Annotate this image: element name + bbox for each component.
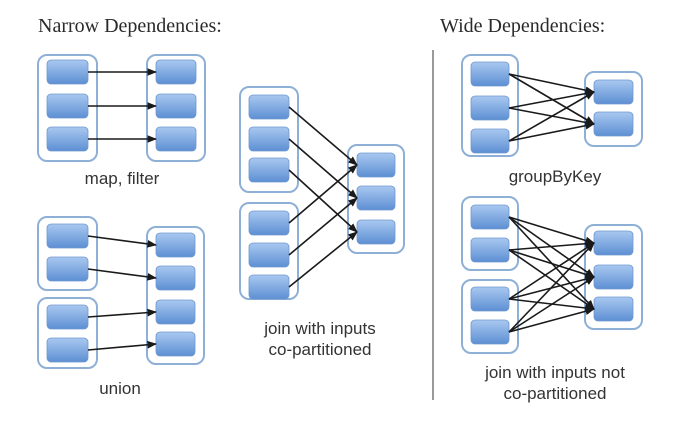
partition-block (248, 242, 290, 268)
partition-block (593, 111, 634, 137)
dependency-arrow (508, 121, 595, 142)
partition-block (470, 319, 510, 345)
caption-line: map, filter (84, 169, 160, 188)
partition-block (470, 95, 510, 121)
partition-block (46, 304, 89, 330)
dependency-arrow (288, 169, 358, 233)
dependency-arrow (288, 106, 358, 166)
partition-block (248, 94, 290, 120)
dependency-arrow (508, 91, 595, 142)
partition-block (593, 264, 634, 290)
partition-block (356, 185, 396, 211)
caption-line: join with inputs not (485, 363, 625, 382)
partition-block (248, 210, 290, 236)
narrow-dependencies-heading: Narrow Dependencies: (38, 15, 222, 37)
partition-block (248, 274, 290, 300)
partition-block (593, 79, 634, 105)
partition-block (46, 337, 89, 363)
edges-join-not-co-partitioned (508, 216, 595, 333)
diagram-union (37, 216, 205, 369)
partition-block (155, 126, 197, 152)
dependency-arrow (87, 308, 157, 318)
dependency-arrow (508, 73, 595, 125)
caption-line: join with inputs (264, 319, 376, 338)
partition-block (470, 61, 510, 87)
caption-union: union (60, 378, 180, 399)
partition-block (46, 256, 89, 282)
partition-block (155, 331, 196, 357)
dependency-arrow (508, 276, 595, 333)
partition-block (248, 157, 290, 183)
partition-block (155, 232, 196, 258)
wide-dependencies-heading: Wide Dependencies: (440, 15, 606, 37)
partition-block (470, 204, 510, 230)
dependency-arrow (508, 239, 595, 251)
partition-block (248, 126, 290, 152)
dependency-arrow (288, 197, 358, 256)
partition-block (46, 223, 89, 249)
dependency-arrow (87, 235, 157, 248)
dependency-arrow (288, 231, 358, 288)
edges-join-co-partitioned (288, 106, 358, 288)
diagram-group-by-key (461, 54, 643, 157)
partition-block (46, 59, 89, 85)
partition-block (155, 265, 196, 291)
dependency-arrow (508, 73, 595, 94)
diagram-map-filter (37, 54, 206, 162)
caption-join-not-co-partitioned: join with inputs not co-partitioned (460, 362, 650, 404)
partition-block (46, 93, 89, 119)
dependency-arrow (508, 216, 595, 245)
partition-block (470, 286, 510, 312)
dependency-arrow (288, 138, 358, 199)
partition-block (593, 296, 634, 322)
diagram-join-not-co-partitioned (461, 196, 643, 354)
partition-block (155, 299, 196, 325)
dependency-arrow (87, 268, 157, 281)
child-rdd-container (146, 226, 205, 365)
caption-join-co-partitioned: join with inputs co-partitioned (240, 318, 400, 360)
edges-union (87, 235, 157, 351)
edges-map-filter (88, 68, 157, 143)
partition-block (356, 152, 396, 178)
partition-block (155, 59, 197, 85)
dependency-arrow (87, 340, 157, 351)
partition-block (46, 126, 89, 152)
partition-block (470, 237, 510, 263)
partition-block (155, 93, 197, 119)
dependency-arrow (508, 242, 595, 333)
dependency-arrow (508, 89, 595, 109)
dependency-arrow (508, 307, 595, 333)
partition-block (593, 230, 634, 256)
caption-line: union (99, 379, 141, 398)
dependency-arrow (508, 249, 595, 279)
diagram-join-co-partitioned (239, 86, 405, 300)
dependency-arrow (508, 242, 595, 300)
dependency-arrow (508, 249, 595, 310)
partition-block (356, 219, 396, 245)
caption-map-filter: map, filter (62, 168, 182, 189)
caption-line: co-partitioned (503, 384, 607, 403)
caption-line: groupByKey (508, 167, 602, 186)
partition-block (470, 128, 510, 154)
caption-group-by-key: groupByKey (480, 166, 630, 187)
edges-group-by-key (508, 73, 595, 142)
caption-line: co-partitioned (268, 340, 372, 359)
dependency-arrow (288, 164, 358, 224)
